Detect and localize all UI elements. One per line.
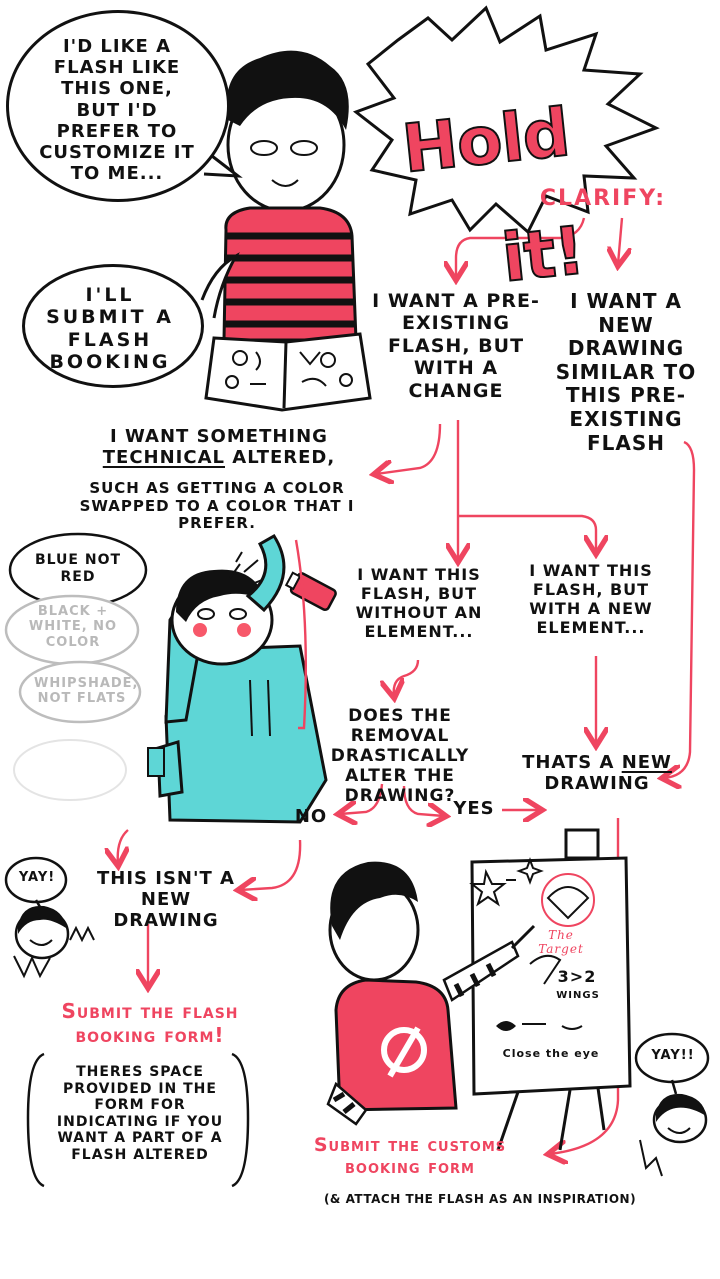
- submit-flash-form: Submit the flash booking form!: [61, 999, 239, 1047]
- not-new-drawing: This isn't a new drawing: [97, 868, 235, 932]
- paint-tube: [284, 571, 337, 611]
- technical-heading: I want something technical altered,: [64, 426, 374, 468]
- yay-right-text: Yay!!: [651, 1048, 695, 1063]
- easel-wings: wings: [556, 990, 600, 1001]
- character-yay-left: [4, 856, 95, 979]
- flash-form-note: Theres space provided in the form for in…: [56, 1064, 224, 1163]
- customs-form-note: (& attach the flash as an inspiration): [323, 1192, 637, 1206]
- new-drawing-underlined: new: [621, 752, 672, 773]
- bubble-tail: [200, 252, 240, 319]
- branch-new-element: I want this flash, but with a new elemen…: [529, 561, 653, 637]
- answer-no: No: [294, 806, 328, 827]
- note-bracket-right: [231, 1052, 250, 1188]
- bubble-text-submit: I'll submit a flash booking: [46, 284, 174, 374]
- option-pre-existing-change: I want a pre-existing flash, but with a …: [372, 290, 540, 402]
- color-example-blue: Blue not red: [34, 552, 122, 585]
- answer-yes: Yes: [453, 798, 495, 819]
- new-drawing-prefix: Thats a: [522, 752, 615, 773]
- character-hoodie: [147, 533, 328, 824]
- burst-shape: [352, 5, 660, 235]
- color-example-whip: Whipshade, not flats: [34, 676, 139, 707]
- easel-close-eye: Close the eye: [502, 1047, 600, 1060]
- bubble-faded: [13, 739, 127, 801]
- option-new-drawing-similar: I want a new drawing similar to this pre…: [555, 289, 697, 455]
- speech-bubble-submit: [22, 264, 204, 388]
- speech-bubble-flash: [6, 10, 230, 202]
- easel-comparison: 3>2: [557, 967, 597, 986]
- hold-it-title-line1: Hold: [398, 93, 574, 189]
- branch-without-element: I want this flash, but without an elemen…: [355, 565, 483, 641]
- note-bracket-left: [26, 1052, 45, 1188]
- technical-detail: such as getting a color swapped to a col…: [79, 479, 355, 533]
- clarify-label: Clarify:: [539, 186, 667, 211]
- new-drawing-label: Thats a new drawing: [522, 752, 672, 794]
- technical-prefix: I want something: [110, 426, 328, 447]
- flow-arrows: [118, 217, 696, 1154]
- yay-left-text: Yay!: [18, 870, 56, 885]
- submit-customs-form: Submit the customs booking form: [313, 1134, 507, 1179]
- technical-suffix: altered,: [232, 447, 336, 469]
- character-yay-right: [634, 1032, 710, 1177]
- removal-question: Does the removal drastically alter the d…: [330, 706, 470, 807]
- bubble-tail: [203, 154, 243, 178]
- color-example-black: Black + white, no color: [28, 604, 118, 650]
- bubble-whipshade: [18, 660, 142, 724]
- new-drawing-suffix: drawing: [544, 773, 650, 795]
- bubble-text-flash: I'd like a flash like this one, but I'd …: [39, 36, 195, 185]
- character-browsing-flash: [204, 50, 372, 412]
- technical-underlined: technical: [102, 447, 225, 469]
- easel-target-label: The Target: [538, 928, 584, 957]
- paint-splash: [229, 551, 263, 585]
- easel-illustration: [326, 828, 632, 1151]
